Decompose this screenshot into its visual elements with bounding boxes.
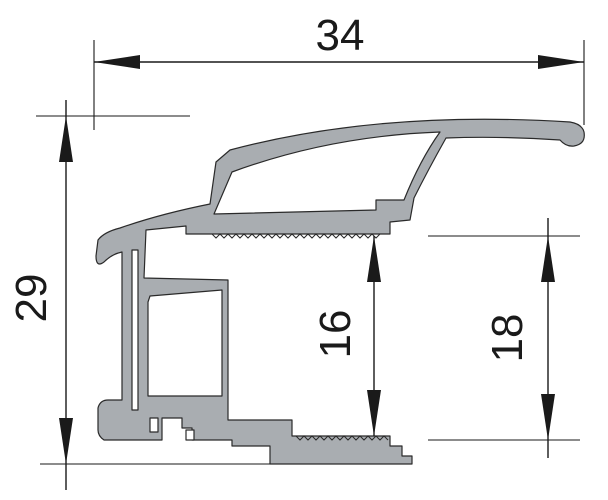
lower-chamber — [147, 289, 223, 397]
left-slot — [131, 249, 139, 411]
dimension-label-18: 18 — [483, 314, 532, 363]
upper-chamber — [213, 131, 441, 215]
dimension-label-16: 16 — [311, 310, 360, 359]
lower-serration — [295, 435, 389, 441]
profile-cross-section — [95, 118, 585, 465]
dimension-inner-height-right: 18 — [428, 218, 580, 458]
dimension-inner-height-left: 16 — [311, 236, 381, 436]
upper-serration — [211, 233, 381, 239]
bottom-slot-2 — [185, 429, 195, 441]
dimension-label-29: 29 — [7, 274, 56, 323]
dimension-overall-height: 29 — [7, 100, 270, 490]
dimension-label-34: 34 — [316, 11, 365, 60]
bottom-slot — [149, 417, 159, 433]
dimension-overall-width: 34 — [93, 11, 585, 130]
